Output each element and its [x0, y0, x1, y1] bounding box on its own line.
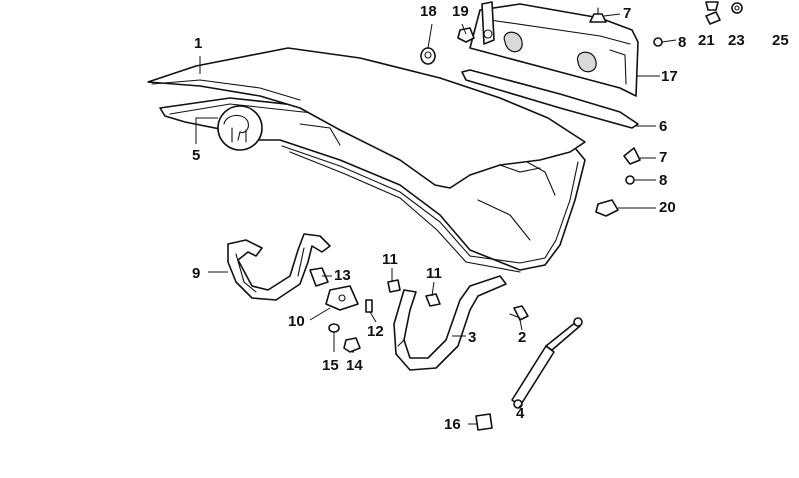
callout-7-mid: 7 — [659, 149, 668, 166]
part-clip-mid — [623, 147, 641, 165]
part-clip-16 — [475, 413, 493, 431]
callout-19: 19 — [452, 3, 469, 20]
callout-18: 18 — [420, 3, 437, 20]
part-hinge-right — [393, 275, 507, 371]
part-nut-14 — [343, 337, 361, 353]
callout-12: 12 — [367, 323, 384, 340]
leader-lines — [195, 13, 677, 425]
callout-13: 13 — [334, 267, 351, 284]
part-bolt-2 — [509, 305, 529, 321]
callout-4: 4 — [516, 405, 525, 422]
part-nut — [457, 27, 475, 43]
callout-15: 15 — [322, 357, 339, 374]
part-hinge-left — [227, 233, 331, 301]
part-washer-15 — [328, 323, 340, 333]
callout-8-top: 8 — [678, 34, 687, 51]
part-grommet — [420, 47, 436, 65]
callout-7-top: 7 — [623, 5, 632, 22]
callout-17: 17 — [661, 68, 678, 85]
part-hinge-bracket — [309, 267, 359, 311]
callout-11-right: 11 — [426, 265, 442, 282]
callout-9: 9 — [192, 265, 201, 282]
callout-20: 20 — [659, 199, 676, 216]
callout-8-mid: 8 — [659, 172, 668, 189]
callout-23: 23 — [728, 32, 745, 49]
callout-3: 3 — [468, 329, 477, 346]
callout-2: 2 — [518, 329, 527, 346]
callout-11-left: 11 — [382, 251, 398, 268]
part-screw-top — [653, 37, 663, 47]
part-trunk-lid — [147, 47, 586, 189]
part-bolt-12 — [365, 299, 373, 313]
callout-16: 16 — [444, 416, 461, 433]
callout-21: 21 — [698, 32, 715, 49]
callout-10: 10 — [288, 313, 305, 330]
part-hardware-23 — [731, 2, 743, 14]
part-bracket — [481, 1, 495, 45]
part-buffer — [595, 199, 619, 217]
part-seal-clip-detail — [217, 105, 263, 151]
callout-1: 1 — [194, 35, 203, 52]
part-hardware-21 — [705, 11, 721, 25]
part-bushing-left — [387, 279, 401, 293]
callout-5: 5 — [192, 147, 201, 164]
part-strip — [461, 69, 639, 129]
callout-6: 6 — [659, 118, 668, 135]
part-clip-top — [589, 7, 607, 23]
part-hardware-top — [705, 1, 719, 11]
callout-14: 14 — [346, 357, 363, 374]
part-trim-panel — [469, 3, 639, 97]
part-bushing-right — [425, 293, 441, 307]
part-screw-mid — [625, 175, 635, 185]
callout-25: 25 — [772, 32, 789, 49]
